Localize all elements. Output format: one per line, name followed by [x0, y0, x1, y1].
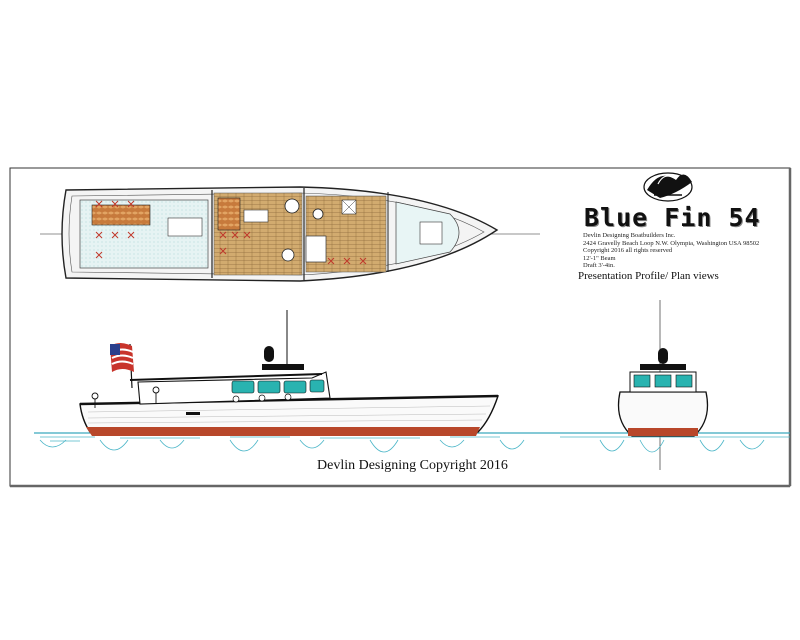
- american-flag-icon: [110, 343, 134, 389]
- plan-view: [40, 186, 540, 282]
- cabin-windows: [231, 379, 325, 394]
- duck-logo-icon: [643, 172, 693, 202]
- company-line: Devlin Designing Boatbuilders Inc.: [583, 232, 676, 239]
- company-block: Devlin Designing Boatbuilders Inc. 2424 …: [583, 232, 759, 270]
- profile-view: [34, 310, 560, 453]
- company-line: Draft 3'-4in.: [583, 262, 615, 270]
- company-line: Copyright 2016 all rights reserved: [583, 247, 673, 255]
- profile-hull: [79, 395, 499, 433]
- company-line: 2424 Gravelly Beach Loop N.W. Olympia, W…: [583, 239, 760, 247]
- boat-title: Blue Fin 54: [584, 203, 761, 232]
- copyright-caption: Devlin Designing Copyright 2016: [317, 458, 508, 473]
- saloon-settee-cushion: [217, 197, 241, 231]
- company-line: 12'-1" Beam: [583, 254, 616, 262]
- bow-view: [560, 300, 790, 470]
- aft-settee-cushion: [91, 204, 151, 226]
- bottom-paint: [86, 427, 480, 436]
- views-label: Presentation Profile/ Plan views: [578, 270, 719, 282]
- radar-dome-icon: [264, 346, 274, 362]
